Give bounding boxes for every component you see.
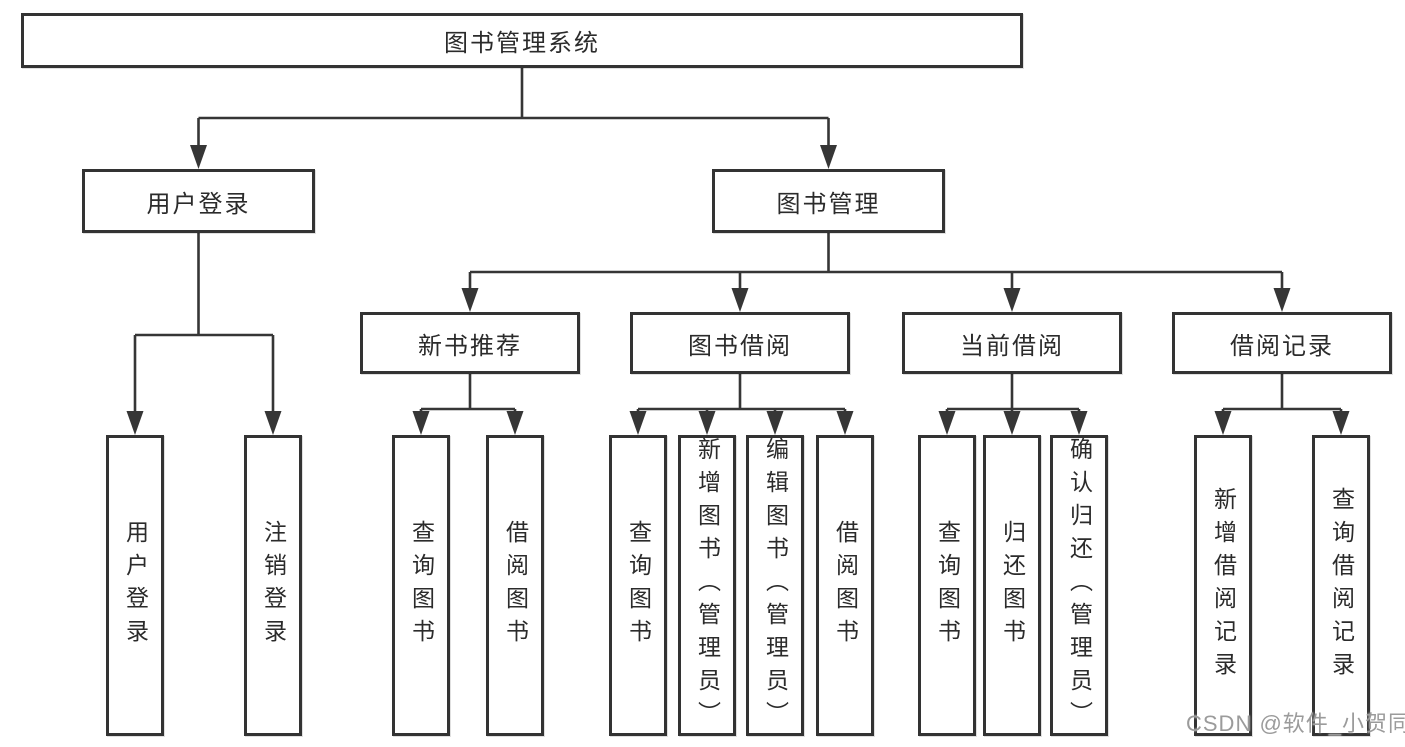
node-label: 新增图书（管理员） (694, 437, 721, 734)
node-book-borrow: 图书借阅 (630, 312, 850, 374)
node-label: 注销登录 (260, 519, 287, 652)
node-leaf-query-borrow-record: 查询借阅记录 (1312, 435, 1370, 736)
node-current-borrow: 当前借阅 (902, 312, 1122, 374)
edge-user-login (133, 233, 275, 412)
node-library-management-system: 图书管理系统 (21, 13, 1023, 68)
node-label: 图书借阅 (688, 332, 792, 360)
node-label: 借阅记录 (1230, 332, 1334, 360)
edge-book-management (468, 233, 1284, 289)
node-user-login: 用户登录 (82, 169, 315, 233)
node-leaf-query-books-recommend: 查询图书 (392, 435, 450, 736)
arrowheads (126, 145, 1350, 435)
node-label: 确认归还（管理员） (1066, 437, 1093, 734)
node-label: 查询图书 (934, 519, 961, 652)
edge-root (197, 68, 830, 146)
node-label: 归还图书 (999, 519, 1026, 652)
node-label: 用户登录 (122, 519, 149, 652)
node-label: 当前借阅 (960, 332, 1064, 360)
edge-borrow-records (1221, 374, 1343, 412)
node-label: 借阅图书 (502, 519, 529, 652)
node-leaf-edit-books-admin: 编辑图书（管理员） (746, 435, 804, 736)
node-label: 查询图书 (408, 519, 435, 652)
edge-current-borrow (945, 374, 1081, 412)
node-label: 图书管理 (776, 190, 881, 218)
node-label: 图书管理系统 (444, 30, 600, 57)
node-leaf-confirm-return-admin: 确认归还（管理员） (1050, 435, 1108, 736)
node-borrow-records: 借阅记录 (1172, 312, 1392, 374)
node-leaf-user-login: 用户登录 (106, 435, 164, 736)
node-label: 借阅图书 (832, 519, 859, 652)
node-leaf-borrow-books-recommend: 借阅图书 (486, 435, 544, 736)
node-book-management: 图书管理 (712, 169, 945, 233)
watermark-text: CSDN @软件_小贺同学 (1186, 711, 1405, 736)
node-new-book-recommend: 新书推荐 (360, 312, 580, 374)
node-leaf-add-borrow-record: 新增借阅记录 (1194, 435, 1252, 736)
node-label: 查询借阅记录 (1328, 486, 1355, 685)
edge-book-borrow (636, 374, 847, 412)
node-leaf-return-books: 归还图书 (983, 435, 1041, 736)
edge-new-book-recommend (419, 374, 517, 412)
node-leaf-query-books-borrow: 查询图书 (609, 435, 667, 736)
node-label: 编辑图书（管理员） (762, 437, 789, 734)
node-leaf-add-books-admin: 新增图书（管理员） (678, 435, 736, 736)
node-label: 查询图书 (625, 519, 652, 652)
node-label: 用户登录 (146, 190, 251, 218)
node-leaf-borrow-books: 借阅图书 (816, 435, 874, 736)
node-label: 新增借阅记录 (1210, 486, 1237, 685)
node-leaf-logout: 注销登录 (244, 435, 302, 736)
node-leaf-query-books-current: 查询图书 (918, 435, 976, 736)
node-label: 新书推荐 (418, 332, 522, 360)
